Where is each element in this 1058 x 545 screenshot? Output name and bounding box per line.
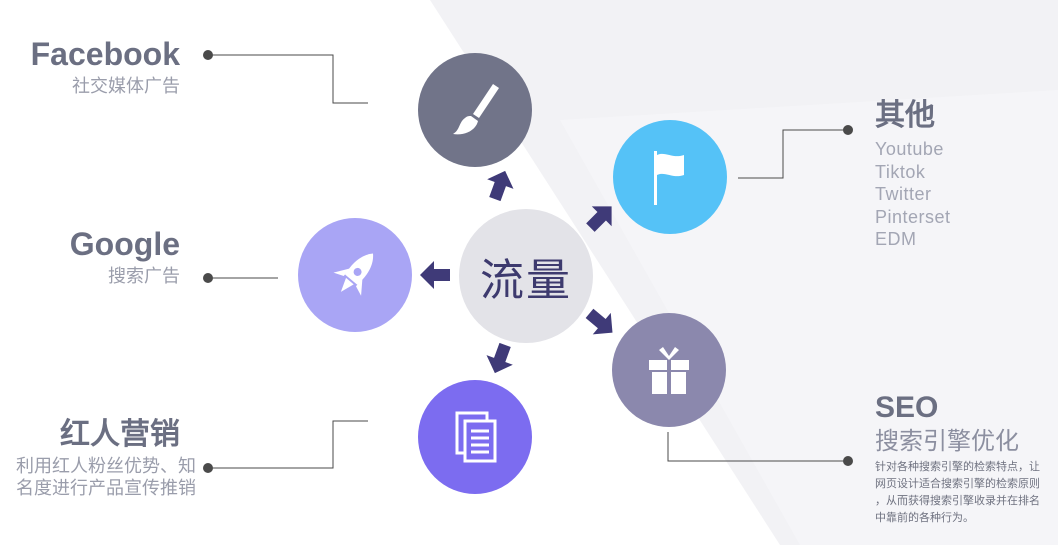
seo-subtitle: 搜索引擎优化 [875, 428, 1019, 455]
seo-label: SEO 搜索引擎优化 针对各种搜索引擎的检索特点，让 网页设计适合搜索引擎的检索… [875, 393, 1040, 527]
platform-item: Youtube [875, 139, 944, 159]
seo-title: SEO [875, 391, 939, 424]
influencer-desc-line-2: 名度进行产品宣传推销 [16, 477, 196, 498]
influencer-node[interactable] [418, 380, 532, 494]
influencer-desc-line-1: 利用红人粉丝优势、知 [16, 456, 196, 476]
platform-item: Tiktok [875, 161, 926, 182]
arrow-to-facebook [487, 170, 514, 202]
facebook-title: Facebook [30, 36, 180, 72]
influencer-label: 红人营销 利用红人粉丝优势、知 名度进行产品宣传推销 [16, 420, 196, 499]
seo-connector [667, 432, 848, 462]
influencer-connector [208, 420, 368, 469]
other-title: 其他 [875, 99, 935, 132]
other-connector [738, 129, 848, 179]
google-connector-dot [203, 273, 213, 283]
center-label: 流量 [480, 255, 572, 306]
google-title: Google [69, 226, 180, 262]
seo-desc-line-1: 针对各种搜索引擎的检索特点，让 [875, 461, 1040, 474]
other-node[interactable] [613, 120, 727, 234]
center-hub: 流量 [459, 209, 593, 343]
facebook-node[interactable] [418, 53, 532, 167]
google-label: Google 搜索广告 [70, 228, 180, 288]
seo-node[interactable] [612, 313, 726, 427]
arrow-to-other [586, 206, 612, 232]
google-subtitle: 搜索广告 [108, 266, 180, 286]
arrow-to-influencer [486, 342, 513, 374]
facebook-subtitle: 社交媒体广告 [72, 76, 180, 96]
other-label: 其他 Youtube Tiktok Twitter Pinterset EDM [875, 101, 951, 251]
platform-item: EDM [875, 229, 917, 249]
facebook-connector [208, 54, 368, 104]
seo-connector-dot [843, 456, 853, 466]
arrow-to-google [420, 261, 450, 289]
document-icon [455, 411, 497, 463]
seo-desc-line-3: ，从而获得搜索引擎收录并在排名 [875, 495, 1040, 508]
gift-icon [649, 347, 689, 394]
google-node[interactable] [298, 218, 412, 332]
paintbrush-icon [453, 84, 499, 135]
seo-desc-line-4: 中靠前的各种行为。 [875, 512, 974, 525]
facebook-label: Facebook 社交媒体广告 [31, 38, 180, 98]
flag-icon [654, 151, 684, 205]
platform-list: Youtube Tiktok Twitter Pinterset EDM [875, 138, 951, 251]
seo-desc-line-2: 网页设计适合搜索引擎的检索原则 [875, 478, 1040, 491]
platform-item: Twitter [875, 184, 932, 204]
other-connector-dot [843, 125, 853, 135]
arrow-to-seo [585, 308, 613, 335]
influencer-title: 红人营销 [60, 418, 180, 451]
rocket-icon [333, 253, 374, 296]
facebook-connector-dot [203, 50, 213, 60]
influencer-connector-dot [203, 463, 213, 473]
platform-item: Pinterset [875, 206, 951, 227]
